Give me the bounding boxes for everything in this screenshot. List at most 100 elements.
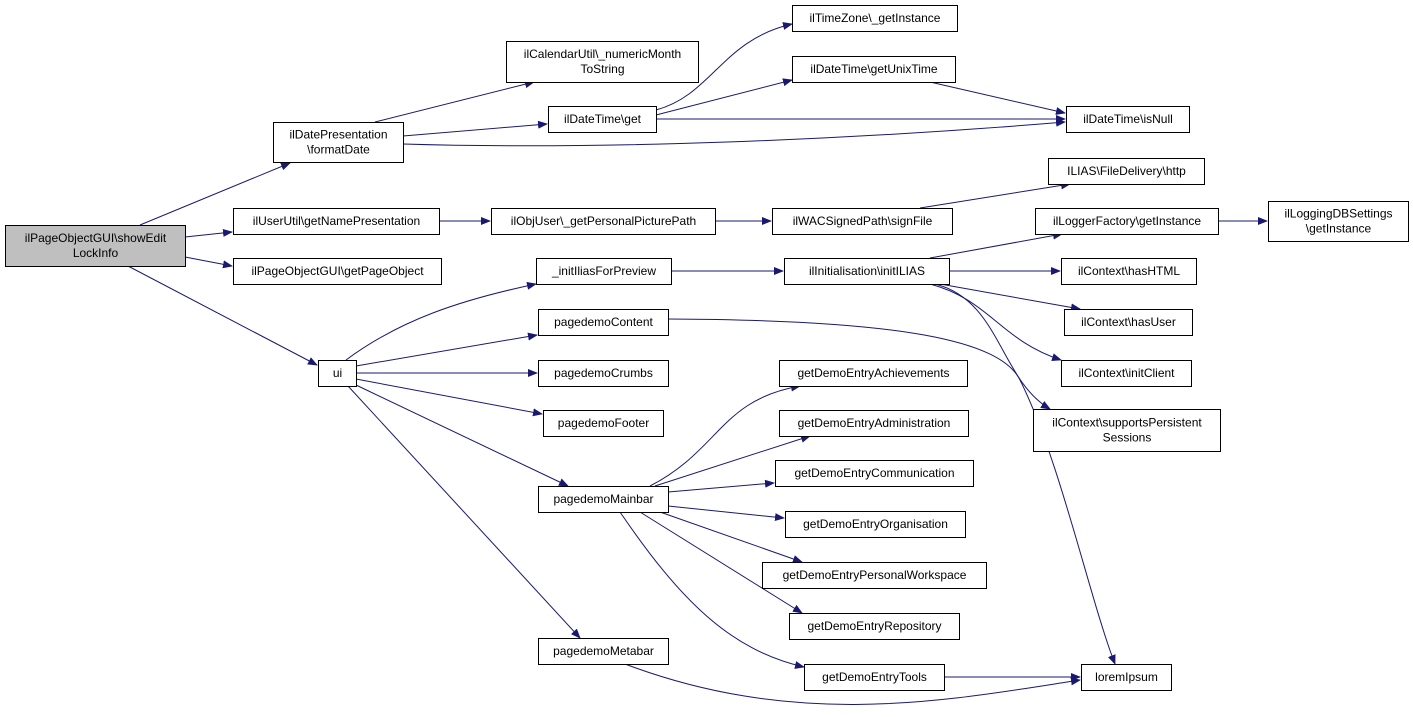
node-box — [5, 225, 186, 267]
node-label: \formatDate — [307, 143, 370, 157]
node-fmtdate[interactable]: ilDatePresentation\formatDate — [273, 122, 404, 163]
node-box — [1066, 106, 1190, 133]
edge-pdmainbar-to-gdpw — [659, 511, 803, 563]
node-label: ilWACSignedPath\signFile — [793, 214, 933, 228]
node-label: pagedemoContent — [554, 315, 653, 329]
edge-ui-to-pdmetabar — [347, 385, 581, 639]
node-pdmainbar[interactable]: pagedemoMainbar — [538, 486, 669, 513]
node-picpath[interactable]: ilObjUser\_getPersonalPicturePath — [491, 208, 716, 235]
node-box — [1035, 208, 1219, 235]
edge-pdmainbar-to-gdtools — [619, 511, 805, 669]
node-ui[interactable]: ui — [318, 360, 357, 387]
node-gdtools[interactable]: getDemoEntryTools — [804, 664, 945, 691]
node-signfile[interactable]: ilWACSignedPath\signFile — [772, 208, 953, 235]
node-label: LockInfo — [73, 246, 119, 260]
edge-pdmainbar-to-gdcom — [667, 479, 775, 493]
node-gdach[interactable]: getDemoEntryAchievements — [779, 360, 968, 387]
node-label: getDemoEntryAdministration — [798, 416, 951, 430]
node-box — [1081, 664, 1172, 691]
node-box — [792, 56, 956, 83]
node-pdcontent[interactable]: pagedemoContent — [538, 309, 669, 336]
edge-ui-to-pdfooter — [355, 378, 543, 417]
node-label: ui — [333, 366, 342, 380]
node-initilias_prev[interactable]: _initIliasForPreview — [536, 258, 672, 285]
node-box — [536, 258, 672, 285]
edge-unix-to-isnull — [929, 81, 1066, 115]
edge-initilias-to-persist — [934, 283, 1051, 410]
node-dtget[interactable]: ilDateTime\get — [548, 106, 657, 133]
node-unix[interactable]: ilDateTime\getUnixTime — [792, 56, 956, 83]
node-label: ilLoggerFactory\getInstance — [1053, 214, 1201, 228]
node-label: getDemoEntryPersonalWorkspace — [783, 568, 967, 582]
node-gdorg[interactable]: getDemoEntryOrganisation — [785, 511, 966, 538]
node-pdfooter[interactable]: pagedemoFooter — [543, 410, 664, 437]
node-box — [789, 613, 960, 640]
edge-pdmetabar-to-lorem — [624, 663, 1081, 705]
node-label: ilCalendarUtil\_numericMonth — [524, 47, 681, 61]
edge-root-to-getname — [184, 228, 233, 238]
node-label: ilDateTime\getUnixTime — [810, 62, 937, 76]
node-box — [779, 410, 969, 437]
node-isnull[interactable]: ilDateTime\isNull — [1066, 106, 1190, 133]
node-label: getDemoEntryOrganisation — [803, 517, 948, 531]
edge-ui-to-initilias_prev — [345, 281, 537, 361]
node-label: ilTimeZone\_getInstance — [810, 11, 941, 25]
node-box — [779, 360, 968, 387]
node-box — [772, 208, 953, 235]
node-getpageobj[interactable]: ilPageObjectGUI\getPageObject — [233, 258, 442, 285]
node-label: pagedemoMainbar — [553, 492, 653, 506]
node-box — [506, 41, 699, 83]
node-label: getDemoEntryCommunication — [794, 466, 954, 480]
node-label: \getInstance — [1306, 222, 1372, 236]
node-label: getDemoEntryRepository — [807, 619, 941, 633]
node-gdpw[interactable]: getDemoEntryPersonalWorkspace — [762, 562, 987, 589]
edges-layer — [127, 22, 1268, 705]
edge-pdmainbar-to-gdorg — [667, 505, 785, 522]
edge-pdmainbar-to-gdrep — [639, 511, 803, 614]
edge-pdcontent-to-lorem — [667, 318, 1116, 665]
node-hasuser[interactable]: ilContext\hasUser — [1064, 309, 1193, 336]
node-gdrep[interactable]: getDemoEntryRepository — [789, 613, 960, 640]
edge-fmtdate-to-dtget — [402, 120, 548, 137]
node-box — [1033, 409, 1221, 452]
edge-ui-to-pdcontent — [355, 332, 538, 367]
node-box — [762, 562, 987, 589]
node-initilias[interactable]: ilInitialisation\initILIAS — [784, 258, 950, 285]
node-label: pagedemoFooter — [558, 416, 649, 430]
node-box — [1268, 201, 1409, 242]
node-label: ilContext\supportsPersistent — [1052, 416, 1202, 430]
edge-dtget-to-tz — [655, 22, 793, 111]
node-label: ilLoggingDBSettings — [1284, 207, 1392, 221]
node-box — [804, 664, 945, 691]
node-box — [538, 638, 669, 665]
node-lorem[interactable]: loremIpsum — [1081, 664, 1172, 691]
node-gdcom[interactable]: getDemoEntryCommunication — [775, 460, 974, 487]
node-label: ilContext\initClient — [1078, 366, 1175, 380]
node-getname[interactable]: ilUserUtil\getNamePresentation — [233, 208, 440, 235]
node-pdmetabar[interactable]: pagedemoMetabar — [538, 638, 669, 665]
node-label: loremIpsum — [1095, 670, 1158, 684]
node-gdadm[interactable]: getDemoEntryAdministration — [779, 410, 969, 437]
node-box — [784, 258, 950, 285]
node-http[interactable]: ILIAS\FileDelivery\http — [1048, 158, 1205, 185]
node-label: ilPageObjectGUI\showEdit — [25, 231, 167, 245]
edge-pdmainbar-to-gdach — [649, 383, 801, 487]
node-box — [1064, 309, 1193, 336]
edge-ui-to-pdmainbar — [355, 384, 569, 487]
node-label: ilDateTime\isNull — [1083, 112, 1173, 126]
node-hashtml[interactable]: ilContext\hasHTML — [1061, 258, 1197, 285]
node-box — [792, 5, 958, 32]
node-box — [538, 309, 669, 336]
node-label: ilInitialisation\initILIAS — [809, 264, 925, 278]
node-box — [538, 360, 669, 387]
node-pdcrumbs[interactable]: pagedemoCrumbs — [538, 360, 669, 387]
node-logdb[interactable]: ilLoggingDBSettings\getInstance — [1268, 201, 1409, 242]
node-tz[interactable]: ilTimeZone\_getInstance — [792, 5, 958, 32]
node-loggerf[interactable]: ilLoggerFactory\getInstance — [1035, 208, 1219, 235]
node-label: ilUserUtil\getNamePresentation — [253, 214, 420, 228]
node-initclient[interactable]: ilContext\initClient — [1061, 360, 1192, 387]
